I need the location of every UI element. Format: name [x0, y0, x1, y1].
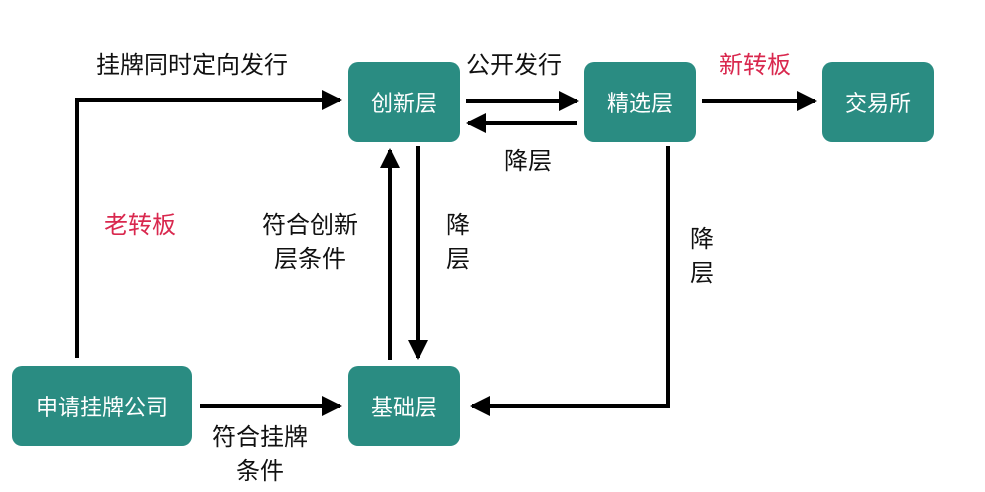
label-new-transfer-board: 新转板	[719, 51, 791, 79]
label-meets-innovation-conditions: 符合创新 层条件	[250, 208, 370, 276]
node-basic-layer: 基础层	[348, 366, 460, 446]
label-listing-directed-issuance: 挂牌同时定向发行	[96, 51, 288, 79]
label-downgrade-mid-line2: 层	[446, 245, 470, 273]
label-meets-listing-line1: 符合挂牌	[212, 423, 308, 451]
label-meets-innovation-line1: 符合创新	[262, 211, 358, 239]
label-downgrade-select-to-basic: 降 层	[684, 222, 720, 290]
label-downgrade-select-to-innovation: 降层	[504, 147, 552, 175]
node-innovation-layer: 创新层	[348, 62, 460, 142]
arrow-select-to-basic	[470, 146, 670, 416]
node-select-layer: 精选层	[584, 62, 696, 142]
label-downgrade-mid-line1: 降	[446, 211, 470, 239]
label-downgrade-right-line1: 降	[690, 225, 714, 253]
label-meets-listing-conditions: 符合挂牌 条件	[200, 420, 320, 488]
node-exchange: 交易所	[822, 62, 934, 142]
label-meets-innovation-line2: 层条件	[274, 245, 346, 273]
label-downgrade-right-line2: 层	[690, 259, 714, 287]
label-meets-listing-line2: 条件	[236, 457, 284, 485]
label-old-transfer-board: 老转板	[104, 211, 176, 239]
label-downgrade-innovation-to-basic: 降 层	[440, 208, 476, 276]
node-applicant-company: 申请挂牌公司	[12, 366, 192, 446]
arrow-applicant-to-innovation	[75, 90, 342, 358]
label-public-offering: 公开发行	[466, 51, 562, 79]
